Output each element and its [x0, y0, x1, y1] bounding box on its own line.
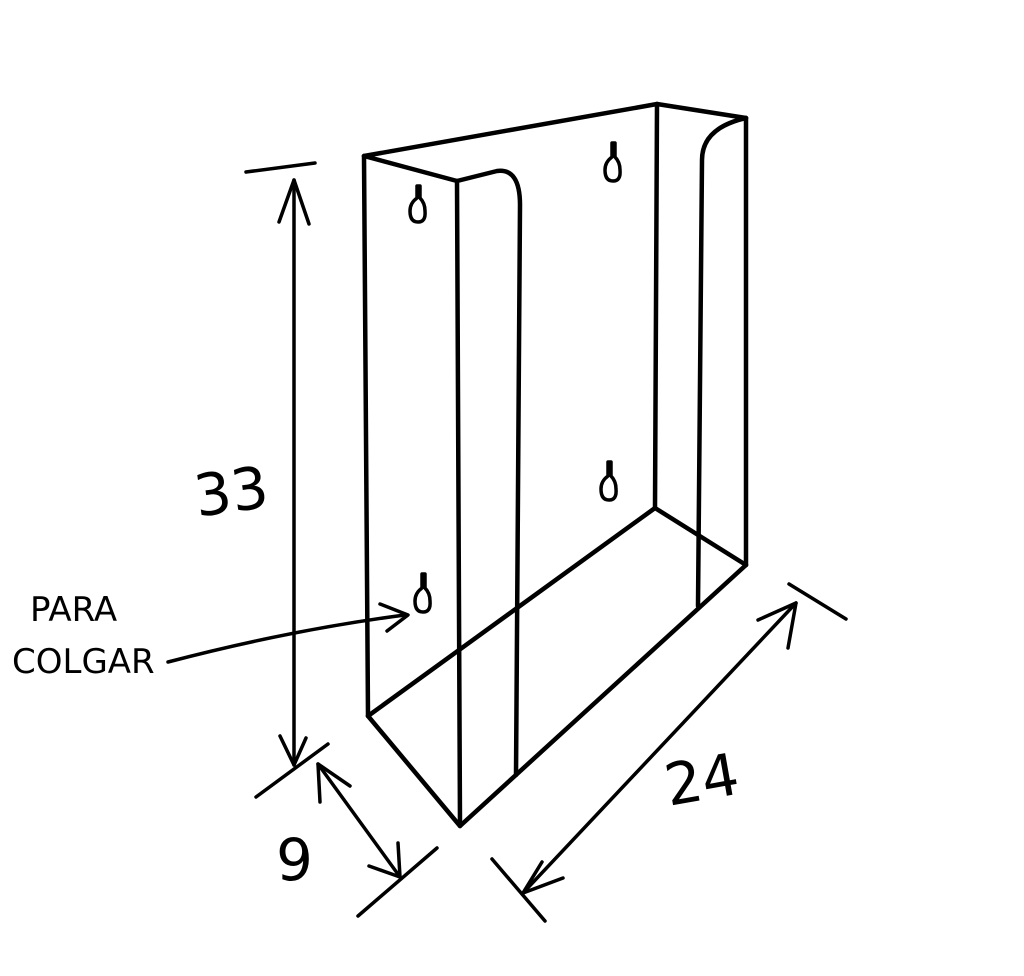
keyhole-icon: [599, 460, 618, 502]
width-dimension: 24: [490, 582, 848, 923]
keyhole-icons: [408, 141, 622, 614]
depth-dimension: 9: [276, 762, 439, 918]
hanging-annotation: PARA COLGAR: [12, 590, 410, 682]
keyhole-icon: [413, 572, 432, 614]
box-outline: [361, 101, 749, 829]
keyhole-icon: [603, 141, 622, 183]
annotation-line1: PARA: [30, 590, 117, 630]
depth-label: 9: [276, 826, 313, 894]
keyhole-icon: [408, 184, 427, 224]
height-dimension: 33: [190, 161, 330, 799]
width-label: 24: [660, 740, 744, 820]
height-label: 33: [190, 453, 273, 531]
annotation-line2: COLGAR: [12, 642, 155, 682]
